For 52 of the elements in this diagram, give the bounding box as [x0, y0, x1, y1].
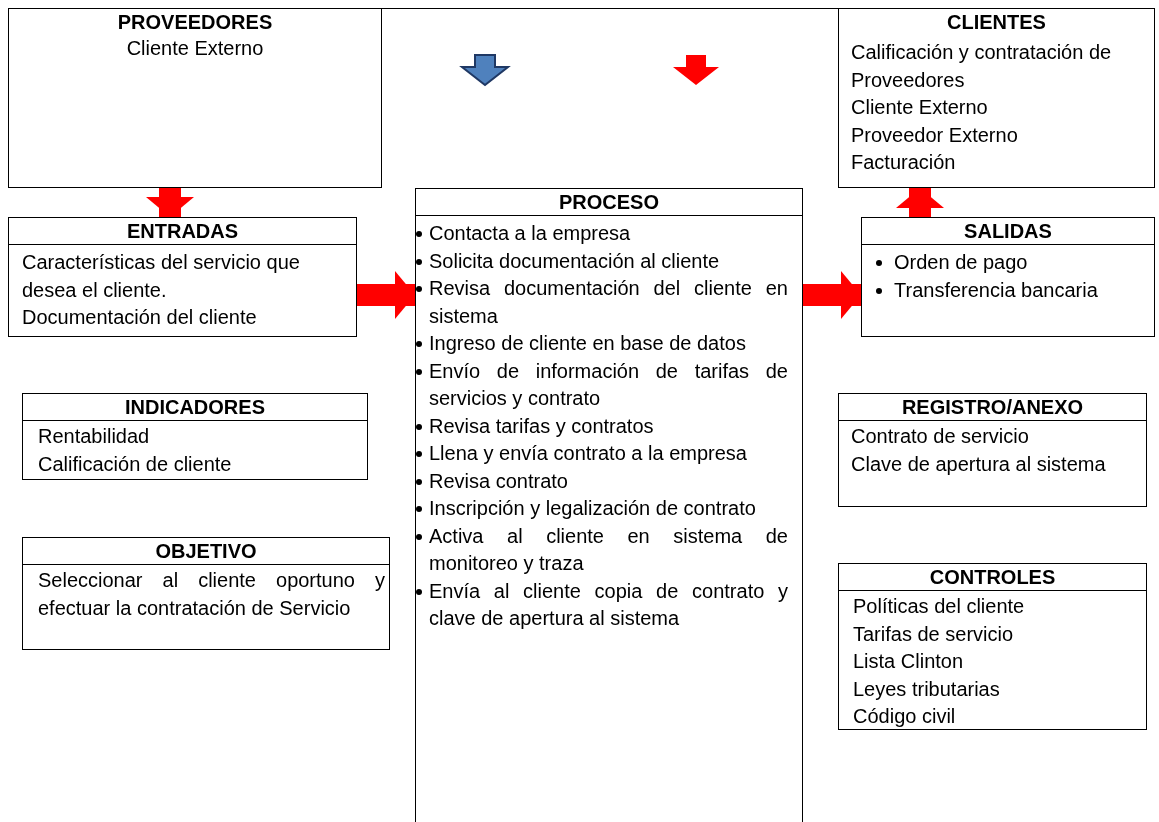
item-text: Clave de apertura al sistema	[851, 451, 1107, 477]
list-item: Orden de pago	[894, 250, 1029, 275]
list-item: Solicita documentación al cliente	[429, 248, 721, 274]
section-heading: INDICADORES	[23, 394, 367, 421]
item-text: Leyes tributarias	[853, 676, 1001, 702]
list-item: Envía al cliente copia de contrato y clave de apertura al sistema	[429, 578, 788, 631]
section-heading: PROCESO	[416, 189, 802, 216]
item-text: Cliente Externo	[851, 95, 989, 120]
table-box	[8, 217, 357, 337]
list-item: Transferencia bancaria	[894, 277, 1099, 303]
item-text: Contrato de servicio	[851, 424, 1030, 449]
list-item: Envío de información de tarifas de servicios y contrato	[429, 358, 788, 411]
item-text: Calificación y contratación de Proveedores	[851, 40, 1113, 93]
arrow	[896, 188, 944, 217]
item-text: Código civil	[853, 704, 957, 729]
table-box	[8, 8, 382, 188]
arrow	[803, 271, 861, 319]
item-text: Calificación de cliente	[38, 451, 233, 477]
section-heading: REGISTRO/ANEXO	[839, 394, 1146, 421]
item-text: Características del servicio que desea el cliente.	[22, 250, 301, 303]
list-item: Llena y envía contrato a la empresa	[429, 441, 748, 466]
section-heading: SALIDAS	[862, 218, 1154, 245]
list-item: Revisa tarifas y contratos	[429, 413, 655, 439]
table-box	[22, 393, 368, 480]
list-item: Activa al cliente en sistema de monitoreo y traza	[429, 523, 788, 576]
item-text: Seleccionar al cliente oportuno y efectuar la contratación de Servicio	[38, 568, 385, 621]
table-box	[838, 563, 1147, 730]
table-box	[22, 537, 390, 650]
list-item: Inscripción y legalización de contrato	[429, 496, 757, 521]
item-text: Documentación del cliente	[22, 305, 258, 330]
section-heading: ENTRADAS	[9, 218, 356, 245]
section-heading: CONTROLES	[839, 564, 1146, 591]
item-text: Cliente Externo	[125, 36, 265, 61]
item-text: Rentabilidad	[38, 424, 151, 449]
table-box	[838, 393, 1147, 507]
section-heading: PROVEEDORES	[116, 10, 274, 35]
arrow	[146, 188, 194, 217]
item-text: Proveedor Externo	[851, 122, 1019, 148]
list-item: Revisa documentación del cliente en sistema	[429, 276, 788, 329]
table-box	[861, 217, 1155, 337]
item-text: Políticas del cliente	[853, 594, 1026, 619]
list-item: Contacta a la empresa	[429, 221, 632, 246]
arrow	[357, 271, 415, 319]
item-text: Facturación	[851, 150, 957, 175]
list-item: Revisa contrato	[429, 468, 569, 494]
item-text: Tarifas de servicio	[853, 621, 1015, 647]
table-box	[415, 188, 803, 822]
item-text: Lista Clinton	[853, 649, 965, 674]
section-heading: OBJETIVO	[23, 538, 389, 565]
section-heading: CLIENTES	[946, 10, 1047, 35]
list-item: Ingreso de cliente en base de datos	[429, 331, 747, 356]
table-box	[838, 8, 1155, 188]
